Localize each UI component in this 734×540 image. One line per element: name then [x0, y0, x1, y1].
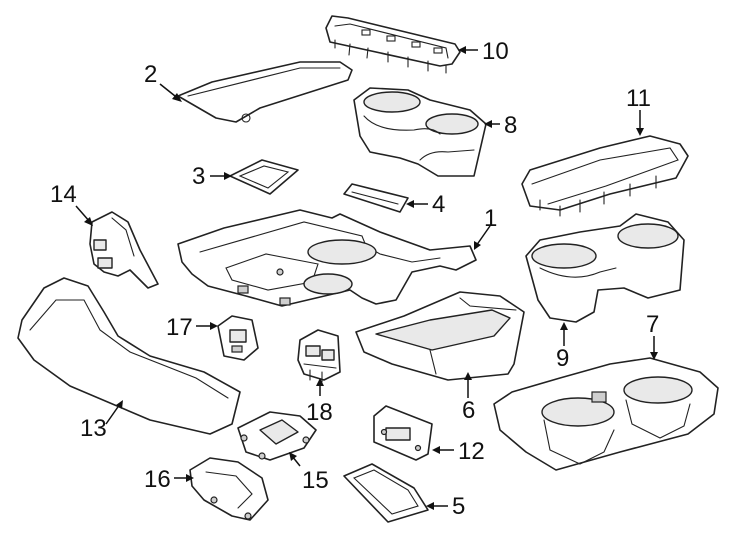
part-8-cupholder-insert — [353, 87, 487, 177]
callout-7: 7 — [646, 311, 659, 338]
callout-labels: 1 2 3 4 5 6 7 8 9 10 11 12 13 14 15 16 1… — [50, 38, 659, 520]
part-6-storage-bin — [355, 291, 525, 381]
part-5-pocket-mat — [343, 463, 429, 523]
callout-15: 15 — [302, 467, 329, 494]
callout-9: 9 — [556, 345, 569, 372]
part-3-small-tray — [229, 159, 299, 195]
callout-1: 1 — [484, 205, 497, 232]
part-9-cupholder-insert — [525, 213, 685, 323]
callout-10: 10 — [482, 38, 509, 65]
part-12-bracket — [373, 405, 433, 461]
callout-3: 3 — [192, 163, 205, 190]
part-16-mount-bracket — [189, 457, 269, 521]
callout-12: 12 — [458, 438, 485, 465]
callout-17: 17 — [166, 314, 193, 341]
part-14-side-bracket — [89, 211, 159, 289]
callout-11: 11 — [626, 85, 651, 112]
part-1-console-base — [177, 209, 477, 307]
part-17-switch-module — [217, 315, 259, 361]
callout-18: 18 — [306, 399, 333, 426]
callout-8: 8 — [504, 112, 517, 139]
part-11-bezel — [521, 135, 689, 217]
part-4-coin-tray — [343, 183, 409, 213]
part-7-cupholder-tray — [493, 357, 719, 471]
part-18-connector-block — [297, 329, 341, 383]
part-13-armrest-pad — [17, 277, 241, 435]
callout-4: 4 — [432, 191, 445, 218]
callout-16: 16 — [144, 466, 171, 493]
callout-14: 14 — [50, 181, 77, 208]
part-2-console-mat — [177, 61, 353, 123]
callout-2: 2 — [144, 61, 157, 88]
callout-5: 5 — [452, 493, 465, 520]
callout-13: 13 — [80, 415, 107, 442]
part-15-control-module — [237, 411, 317, 461]
part-10-cupholder-trim — [325, 15, 461, 74]
leader-lines — [75, 46, 658, 510]
callout-6: 6 — [462, 397, 475, 424]
